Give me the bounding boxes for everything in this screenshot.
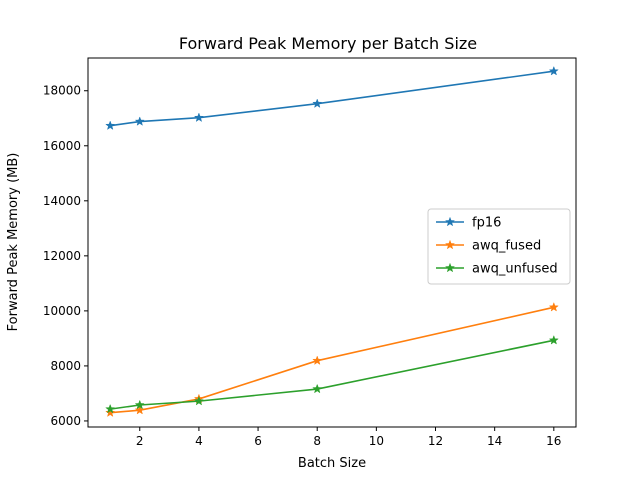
data-point-awq_fused [548,301,559,312]
data-point-fp16 [105,120,116,130]
y-tick-label: 12000 [43,249,81,263]
x-tick-label: 10 [369,434,384,448]
y-tick-label: 10000 [43,304,81,318]
data-point-awq_unfused [134,399,145,410]
data-point-awq_unfused [312,383,323,394]
legend-box [427,208,571,285]
chart-title: Forward Peak Memory per Batch Size [179,34,477,53]
axes: 2 4 6 8 10 12 14 16 6000 8000 10000 12000 14000 16000… [43,84,562,448]
legend-marker-awq_fused [444,239,456,250]
y-tick-label: 8000 [50,359,81,373]
x-axis-label: Batch Size [298,456,366,471]
legend-label-awq_fused: awq_fused [472,239,541,254]
data-point-fp16 [134,116,145,126]
x-tick-label: 6 [254,434,262,448]
legend-label-awq_unfused: awq_unfused [472,262,558,277]
y-tick-label: 14000 [43,194,81,208]
series-line-fp16 [110,70,554,127]
y-tick-label: 16000 [43,139,81,153]
data-point-awq_unfused [548,334,559,345]
y-tick-label: 6000 [50,414,81,428]
x-tick-label: 2 [136,434,144,448]
series-layer [105,65,559,417]
series-line-awq_fused [110,306,554,414]
data-point-awq_fused [105,407,116,417]
data-point-awq_unfused [105,403,116,414]
series-line-awq_unfused [110,339,554,410]
data-point-fp16 [193,112,204,123]
data-point-awq_fused [312,355,323,366]
data-point-fp16 [312,98,323,108]
plot-frame [87,57,577,428]
y-axis-label: Forward Peak Memory (MB) [6,153,21,332]
legend-marker-fp16 [444,216,456,227]
legend-label-fp16: fp16 [472,216,501,231]
data-point-fp16 [548,65,559,76]
legend-marker-awq_unfused [444,262,456,273]
y-tick-label: 18000 [43,84,81,98]
legend: fp16 awq_fused awq_unfused [427,208,571,285]
data-point-awq_fused [134,404,145,415]
x-tick-label: 16 [546,434,561,448]
x-tick-label: 8 [313,434,321,448]
x-tick-label: 4 [195,434,203,448]
x-tick-label: 14 [487,434,502,448]
x-tick-label: 12 [428,434,443,448]
data-point-awq_unfused [193,395,204,406]
